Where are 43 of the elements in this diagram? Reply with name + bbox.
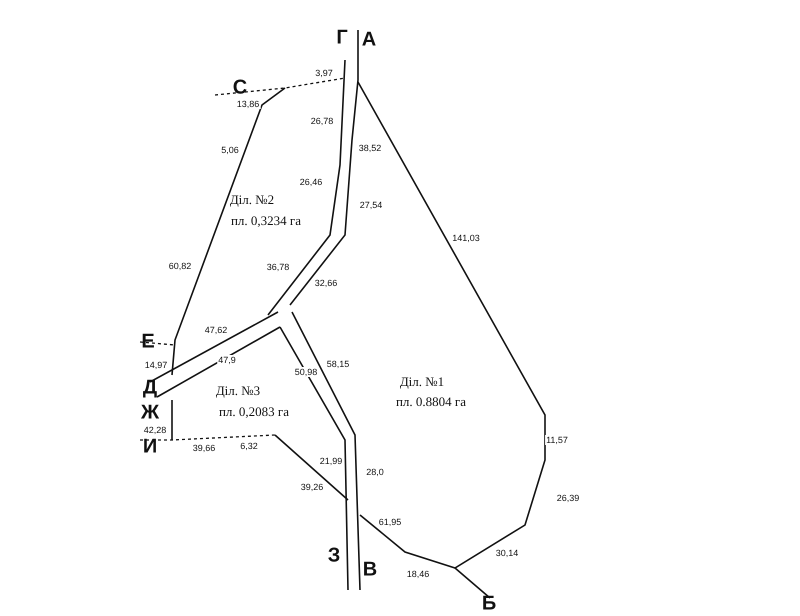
plot-label: пл. 0.8804 га [396,394,466,410]
dimension-label: 14,97 [144,360,168,370]
plot-label: пл. 0,2083 га [218,404,290,420]
point-letter: Б [482,592,496,616]
dimension-label: 21,99 [318,456,344,466]
dimension-label: 5,06 [220,145,240,155]
dimension-label: 13,86 [236,99,260,109]
point-letter: З [328,544,340,568]
plot-label: Діл. №1 [400,374,444,390]
dimension-label: 39,26 [300,482,324,492]
plot-label: Діл. №2 [230,192,274,208]
dimension-label: 28,0 [365,467,385,477]
dimension-label: 11,57 [545,435,569,445]
point-letter: А [362,28,376,52]
plot-label: пл. 0,3234 га [230,213,302,229]
dimension-label: 58,15 [326,359,350,369]
dimension-label: 6,32 [239,441,259,451]
dimension-label: 18,46 [406,569,430,579]
dimension-label: 47,9 [217,355,237,365]
point-letter: Ж [140,402,160,424]
point-letter: С [232,76,248,100]
dimension-label: 61,95 [378,517,402,527]
dimension-label: 26,78 [310,116,334,126]
plot-label: Діл. №3 [216,383,260,399]
dimension-label: 26,46 [298,177,324,187]
dimension-label: 26,39 [556,493,580,503]
dimension-label: 47,62 [204,325,228,335]
point-letter: В [362,558,378,582]
dimension-label: 30,14 [494,548,520,558]
point-letter: Г [336,26,348,50]
dimension-label: 42,28 [142,425,168,435]
dimension-label: 32,66 [314,278,338,288]
dimension-label: 3,97 [314,68,334,78]
dimension-label: 36,78 [266,262,290,272]
point-letter: Е [141,330,155,354]
dimension-label: 141,03 [451,233,481,243]
dimension-label: 38,52 [358,143,382,153]
dimension-label: 39,66 [192,443,216,453]
dimension-label: 60,82 [168,261,192,271]
dimension-label: 27,54 [358,200,384,210]
point-letter: Д [142,376,158,400]
dimension-label: 50,98 [294,367,318,377]
point-letter: И [142,436,158,458]
